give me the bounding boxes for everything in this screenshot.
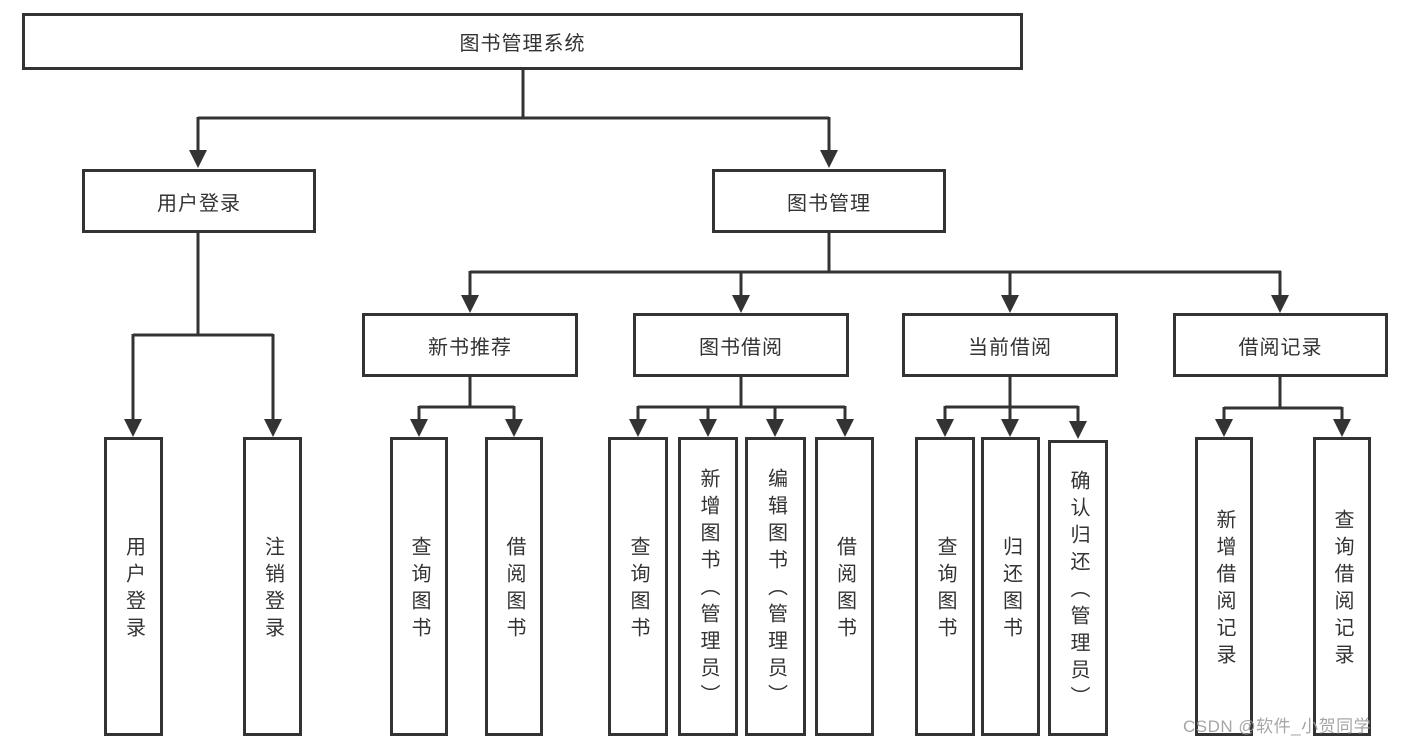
leaf-user-login: 用户登录 (104, 437, 163, 736)
connector-vline (1008, 377, 1012, 407)
connector-hline (638, 405, 845, 409)
connector-vline (1278, 271, 1282, 297)
connector-vline (1008, 406, 1012, 421)
leaf-return-books: 归还图书 (981, 437, 1040, 736)
arrow-down-icon (820, 150, 838, 168)
connector-vline (827, 117, 831, 151)
arrow-down-icon (505, 419, 523, 437)
node-book-management: 图书管理 (712, 169, 946, 233)
leaf-add-books-admin: 新增图书（管理员） (678, 437, 738, 736)
arrow-down-icon (1001, 295, 1019, 313)
connector-vline (196, 233, 200, 335)
connector-vline (1278, 377, 1282, 408)
node-new-book-recommend: 新书推荐 (362, 313, 578, 377)
leaf-edit-books-admin: 编辑图书（管理员） (745, 437, 806, 736)
node-root: 图书管理系统 (22, 13, 1023, 70)
connector-vline (512, 406, 516, 421)
connector-vline (706, 406, 710, 421)
connector-vline (131, 334, 135, 421)
arrow-down-icon (264, 419, 282, 437)
connector-vline (773, 406, 777, 421)
connector-hline (470, 270, 1281, 274)
leaf-query-borrow-record: 查询借阅记录 (1313, 437, 1371, 736)
arrow-down-icon (1271, 295, 1289, 313)
connector-hline (133, 333, 273, 337)
leaf-borrow-books-recommend: 借阅图书 (485, 437, 543, 736)
node-book-borrowing: 图书借阅 (633, 313, 849, 377)
leaf-query-books-borrowing: 查询图书 (608, 437, 668, 736)
connector-vline (943, 406, 947, 421)
connector-hline (419, 405, 514, 409)
arrow-down-icon (1001, 419, 1019, 437)
arrow-down-icon (629, 419, 647, 437)
connector-vline (1222, 407, 1226, 421)
node-user-login: 用户登录 (82, 169, 316, 233)
connector-vline (843, 406, 847, 421)
arrow-down-icon (836, 419, 854, 437)
connector-vline (468, 271, 472, 297)
arrow-down-icon (1069, 421, 1087, 439)
arrow-down-icon (461, 295, 479, 313)
arrow-down-icon (732, 295, 750, 313)
connector-vline (521, 69, 525, 118)
arrow-down-icon (124, 419, 142, 437)
leaf-query-books-recommend: 查询图书 (390, 437, 448, 736)
connector-vline (636, 406, 640, 421)
leaf-logout-login: 注销登录 (243, 437, 302, 736)
leaf-add-borrow-record: 新增借阅记录 (1195, 437, 1253, 736)
arrow-down-icon (766, 419, 784, 437)
leaf-query-books-current: 查询图书 (915, 437, 975, 736)
arrow-down-icon (189, 150, 207, 168)
connector-hline (945, 405, 1078, 409)
watermark: CSDN @软件_小贺同学 (1183, 717, 1372, 736)
leaf-confirm-return-admin: 确认归还（管理员） (1048, 440, 1108, 736)
connector-vline (1076, 406, 1080, 421)
connector-vline (1340, 407, 1344, 421)
connector-vline (468, 377, 472, 407)
connector-vline (196, 117, 200, 151)
arrow-down-icon (699, 419, 717, 437)
connector-vline (271, 334, 275, 421)
connector-vline (739, 377, 743, 407)
connector-vline (417, 406, 421, 421)
connector-vline (739, 271, 743, 297)
arrow-down-icon (410, 419, 428, 437)
node-borrowing-records: 借阅记录 (1173, 313, 1388, 377)
node-current-borrowing: 当前借阅 (902, 313, 1118, 377)
arrow-down-icon (936, 419, 954, 437)
connector-hline (198, 116, 829, 120)
arrow-down-icon (1215, 419, 1233, 437)
leaf-borrow-books-borrowing: 借阅图书 (815, 437, 874, 736)
connector-vline (1008, 271, 1012, 297)
arrow-down-icon (1333, 419, 1351, 437)
connector-vline (827, 233, 831, 272)
connector-hline (1224, 406, 1342, 410)
